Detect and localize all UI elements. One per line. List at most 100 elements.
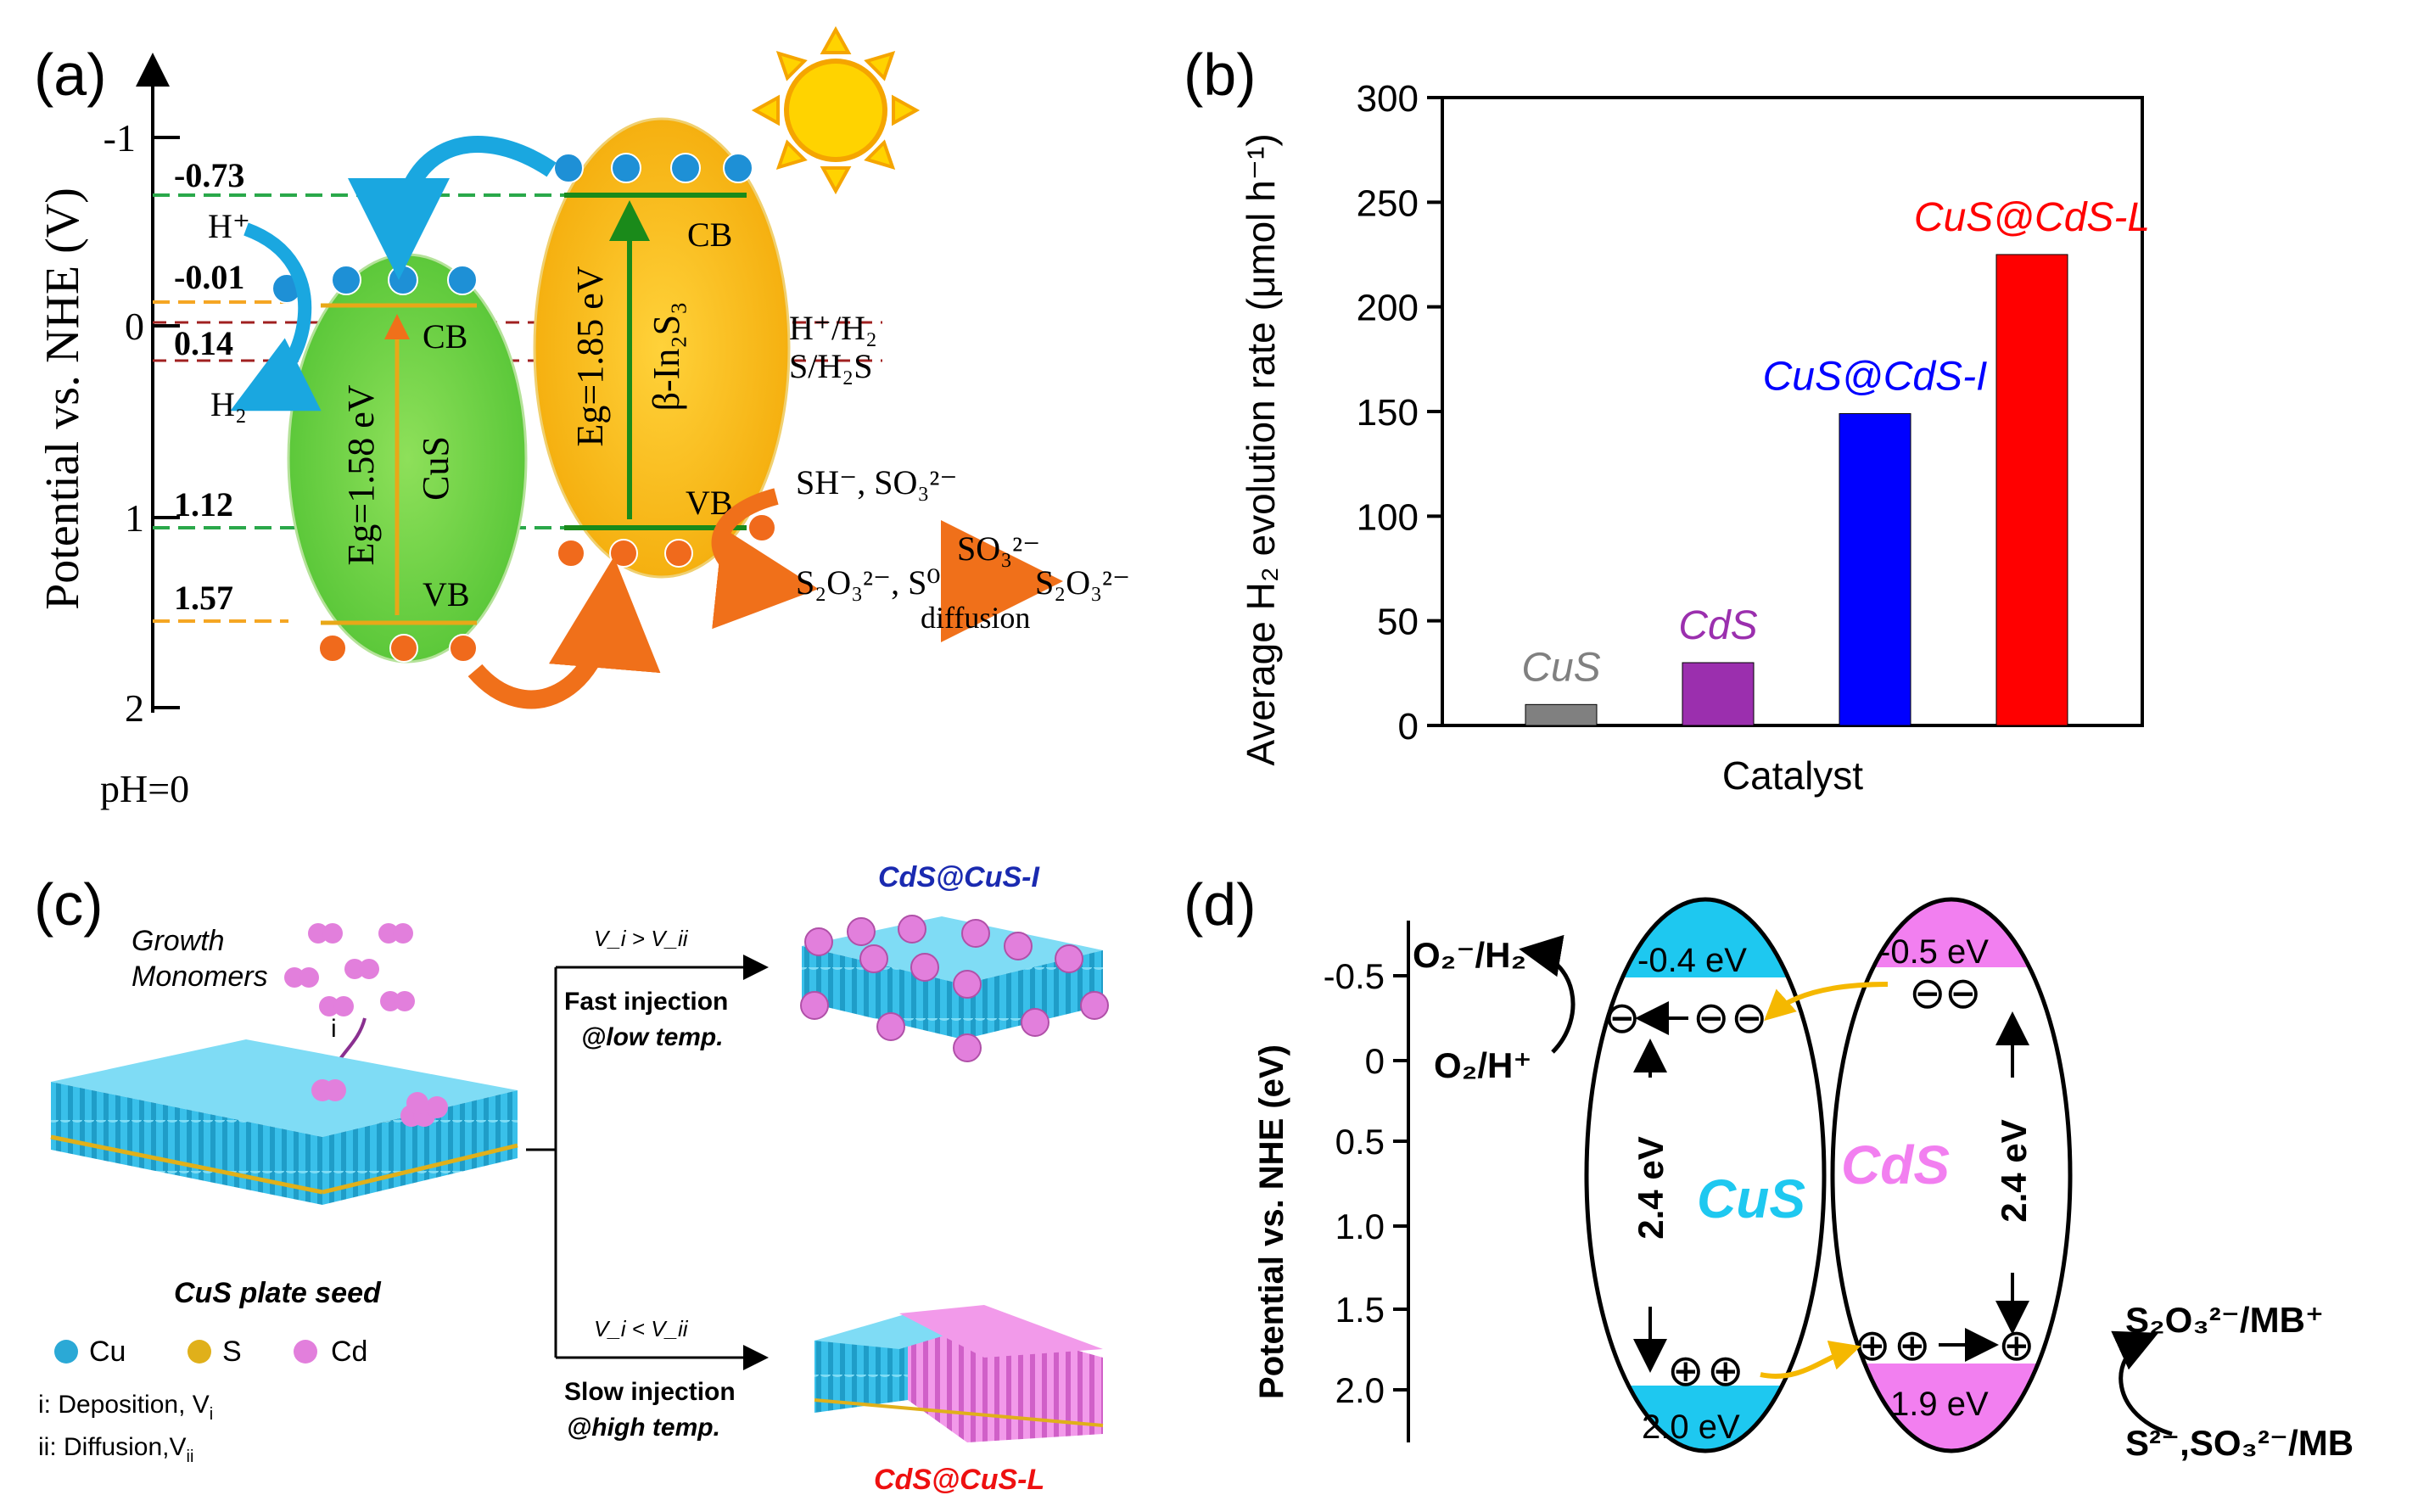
cus-name-label: CuS (415, 436, 456, 501)
redox-h-label: H⁺/H₂ (789, 309, 877, 347)
bar-category-label: CdS (1678, 603, 1757, 648)
sun-icon (751, 25, 921, 195)
cus-name: CuS (1697, 1168, 1805, 1229)
panel-d-label: (d) (1184, 871, 1257, 938)
electron-transfer-arrow (348, 136, 557, 280)
cus-cb-value: -0.4 eV (1637, 942, 1747, 979)
cus-ellipse (1584, 897, 1827, 1453)
cus-hole-glyph: ⊕ (1667, 1347, 1704, 1396)
d-tick-label: 2.0 (1335, 1370, 1385, 1410)
product-l-plate (814, 1305, 1104, 1442)
d-tick-group: -0.5 0 0.5 1.0 1.5 2.0 (1324, 956, 1408, 1410)
s-legend-icon (188, 1340, 211, 1364)
y-tick-label: 0 (1398, 706, 1419, 748)
panel-a-y-axis-title: Potential vs. NHE (V) (36, 188, 89, 610)
cus-gap-label: 2.4 eV (1631, 1136, 1671, 1239)
growth-label: Growth (132, 925, 225, 957)
product-l-label: CdS@CuS-L (874, 1464, 1044, 1496)
cd-legend-icon (294, 1340, 317, 1364)
y-tick-label: 300 (1357, 78, 1419, 120)
y-tick-label: 150 (1357, 392, 1419, 434)
d-tick-label: 0 (1365, 1041, 1385, 1081)
product-i-plate (800, 915, 1109, 1062)
seed-label: CuS plate seed (174, 1277, 382, 1309)
cd-legend-label: Cd (331, 1336, 367, 1368)
panel-a-tick: 0 (125, 305, 144, 348)
level-label: -0.01 (174, 258, 244, 296)
level-label: 1.57 (174, 579, 233, 617)
level-label: 0.14 (174, 324, 233, 362)
panel-c-label: (c) (34, 871, 104, 938)
panel-a-label: (a) (34, 42, 107, 108)
so3-label: SO₃²⁻ (957, 529, 1040, 568)
panel-c: (c) Growth Monomers i ii CuS plate seed … (34, 861, 1109, 1496)
h2-label: H₂ (210, 385, 247, 423)
cds-electron-glyph: ⊖ (1945, 969, 1982, 1018)
bar-category-label: CuS (1521, 645, 1600, 690)
products-label: S₂O₃²⁻, S⁰ (796, 563, 940, 602)
y-tick-group: 0 50 100 150 200 250 300 (1357, 78, 1442, 748)
cus-hole-glyph: ⊕ (1707, 1347, 1744, 1396)
sacrificial-label: SH⁻, SO₃²⁻ (796, 463, 957, 501)
panel-b-y-axis-title: Average H₂ evolution rate (μmol h⁻¹) (1239, 133, 1283, 765)
panel-b: (b) Average H₂ evolution rate (μmol h⁻¹)… (1184, 42, 2150, 798)
bar (1839, 412, 1911, 726)
slow-line-1: Slow injection (564, 1378, 736, 1406)
cu-legend-label: Cu (89, 1336, 126, 1368)
bar (1682, 662, 1755, 726)
in2s3-band-ellipse (533, 117, 791, 579)
electron-transfer-arrow (1764, 982, 1889, 1022)
monomers-label: Monomers (132, 960, 268, 993)
step-i-label: i (331, 1015, 337, 1043)
h-plus-label: H⁺ (208, 207, 250, 245)
fast-line-1: Fast injection (564, 988, 728, 1016)
cus-vb-value: 2.0 eV (1642, 1408, 1740, 1446)
d-tick-label: 1.0 (1335, 1207, 1385, 1246)
cds-gap-label: 2.4 eV (1994, 1119, 2034, 1222)
note-ii: ii: Diffusion,Vii (38, 1433, 193, 1466)
level-label: -0.73 (174, 156, 244, 194)
cus-eg-label: Eg=1.58 eV (340, 384, 382, 565)
d-tick-label: -0.5 (1324, 956, 1385, 996)
cus-electron-glyph: ⊖ (1731, 994, 1768, 1043)
note-i: i: Deposition, Vi (38, 1391, 213, 1424)
cds-hole-glyph: ⊕ (1894, 1321, 1931, 1370)
cds-hole-glyph: ⊕ (1998, 1321, 2035, 1370)
cus-band-ellipse (287, 253, 528, 664)
fast-line-2: @low temp. (581, 1023, 724, 1051)
y-tick-label: 50 (1377, 602, 1419, 643)
bar-category-label: CuS@CdS-L (1914, 195, 2150, 240)
final-product-label: S₂O₃²⁻ (1035, 563, 1130, 602)
panel-b-label: (b) (1184, 42, 1257, 108)
bar-category-label: CuS@CdS-I (1763, 354, 1988, 399)
cus-plate-seed (50, 1039, 518, 1205)
cds-hole-glyph: ⊕ (1854, 1321, 1891, 1370)
redox-s-label: S/H₂S (789, 347, 872, 385)
o2-h2-label: O₂⁻/H₂ (1413, 935, 1526, 975)
y-tick-label: 100 (1357, 496, 1419, 538)
y-tick-label: 250 (1357, 182, 1419, 224)
product-i-label: CdS@CuS-I (878, 861, 1040, 893)
hole-transfer-arrow (467, 557, 661, 709)
cus-cb-label: CB (423, 317, 467, 356)
panel-a-tick: 2 (125, 686, 144, 730)
panel-a: (a) Potential vs. NHE (V) -1 0 1 2 pH=0 … (34, 25, 1130, 810)
s-legend-label: S (222, 1336, 242, 1368)
d-tick-label: 0.5 (1335, 1122, 1385, 1162)
in2s3-eg-label: Eg=1.85 eV (569, 266, 611, 446)
cus-electron-glyph: ⊖ (1693, 994, 1730, 1043)
slow-line-2: @high temp. (567, 1414, 720, 1442)
level-label: 1.12 (174, 485, 233, 524)
panel-a-tick: -1 (104, 116, 136, 160)
cds-vb-value: 1.9 eV (1890, 1386, 1989, 1423)
in2s3-cb-label: CB (687, 216, 732, 254)
cds-name: CdS (1841, 1134, 1950, 1196)
panel-d-y-axis-title: Potential vs. NHE (eV) (1253, 1044, 1290, 1399)
cds-ellipse (1830, 897, 2073, 1453)
monomer-cluster-icon (284, 923, 415, 1016)
in2s3-name-label: β-In₂S₃ (646, 302, 687, 412)
y-tick-label: 200 (1357, 288, 1419, 329)
hole-transfer-arrow (1760, 1340, 1861, 1379)
diffusion-label: diffusion (921, 601, 1030, 635)
d-tick-label: 1.5 (1335, 1290, 1385, 1330)
